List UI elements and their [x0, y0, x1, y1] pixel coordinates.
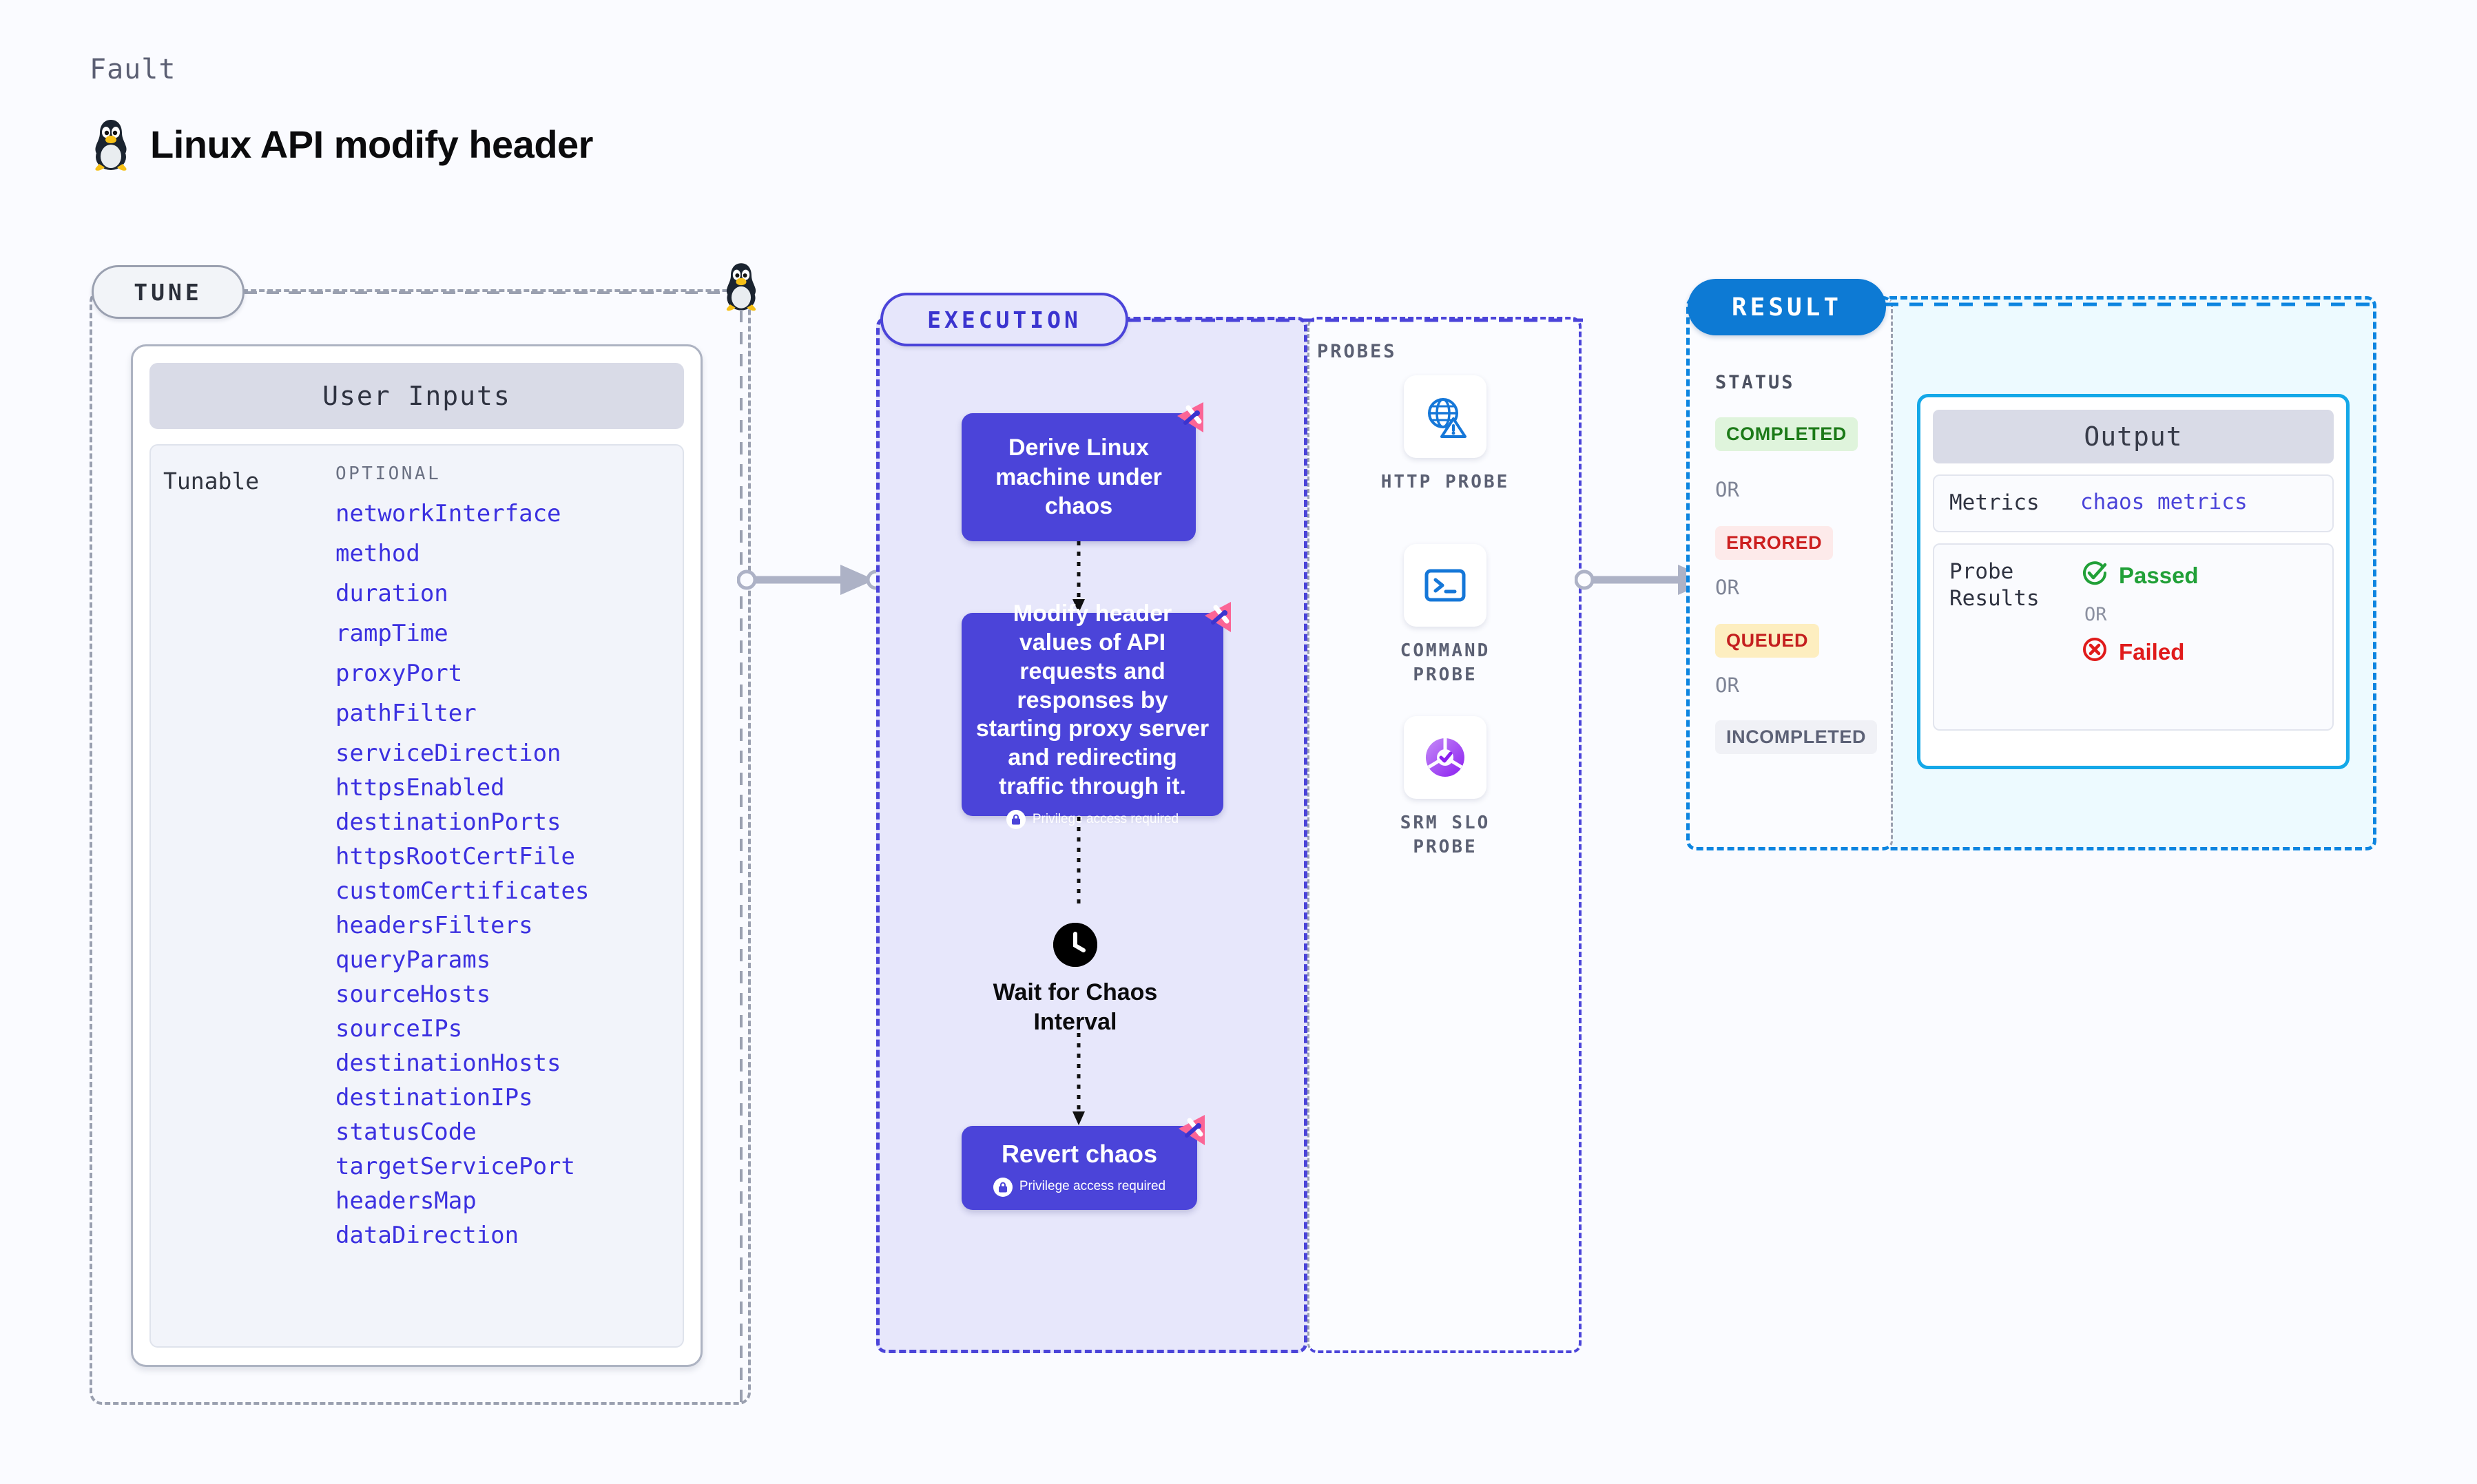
- output-title: Output: [1933, 410, 2334, 463]
- status-label: STATUS: [1715, 372, 1795, 393]
- status-or-3: OR: [1715, 673, 1739, 697]
- param-destinationIPs[interactable]: destinationIPs: [335, 1084, 533, 1111]
- param-customCertificates[interactable]: customCertificates: [335, 877, 590, 905]
- status-badge-errored: ERRORED: [1715, 526, 1834, 560]
- probe-command[interactable]: COMMAND PROBE: [1366, 544, 1524, 687]
- param-duration[interactable]: duration: [335, 580, 448, 607]
- tune-phase-container: [90, 289, 751, 1405]
- execution-node-label: Derive Linux machine under chaos: [995, 435, 1162, 520]
- execution-node-modify-header[interactable]: Modify header values of API requests and…: [962, 600, 1223, 829]
- param-httpsRootCertFile[interactable]: httpsRootCertFile: [335, 843, 575, 870]
- param-targetServicePort[interactable]: targetServicePort: [335, 1153, 575, 1180]
- param-headersFilters[interactable]: headersFilters: [335, 912, 533, 939]
- arrow-node1-to-node2: [1072, 541, 1085, 613]
- param-httpsEnabled[interactable]: httpsEnabled: [335, 774, 505, 802]
- execution-pill-dashed-line: [1127, 318, 1583, 322]
- phase-pill-tune[interactable]: TUNE: [92, 265, 245, 319]
- passed-label: Passed: [2119, 562, 2199, 588]
- status-or-2: OR: [1715, 576, 1739, 599]
- x-circle-icon: [2080, 635, 2109, 669]
- param-sourceIPs[interactable]: sourceIPs: [335, 1015, 463, 1043]
- privilege-badge: Privilege access required: [993, 1177, 1166, 1197]
- page-eyebrow: Fault: [90, 54, 176, 85]
- result-pill-dashed-line: [1885, 302, 2375, 306]
- probes-phase-container: [1307, 317, 1582, 1353]
- probe-srm-slo-label: SRM SLO PROBE: [1400, 813, 1491, 858]
- param-destinationHosts[interactable]: destinationHosts: [335, 1049, 561, 1077]
- probe-command-label: COMMAND PROBE: [1400, 640, 1491, 686]
- terminal-icon: [1404, 544, 1486, 627]
- execution-node-derive-machine[interactable]: Derive Linux machine under chaos: [962, 413, 1196, 541]
- execution-node-revert-chaos[interactable]: Revert chaos Privilege access required: [962, 1126, 1197, 1210]
- fault-marker-icon: [1170, 1111, 1213, 1153]
- status-or-1: OR: [1715, 478, 1739, 501]
- param-method[interactable]: method: [335, 540, 420, 567]
- phase-pill-execution[interactable]: EXECUTION: [880, 293, 1128, 346]
- output-probe-results-row: Probe Results Passed OR: [1933, 543, 2334, 731]
- linux-tux-icon: [90, 117, 132, 171]
- param-proxyPort[interactable]: proxyPort: [335, 660, 463, 687]
- param-headersMap[interactable]: headersMap: [335, 1187, 477, 1215]
- arrow-wait-to-revert: [1072, 1033, 1085, 1125]
- tunable-group-label: Tunable: [163, 468, 260, 494]
- output-metrics-key: Metrics: [1949, 490, 2040, 515]
- connector-tune-to-execution: [737, 565, 887, 595]
- wait-for-chaos-interval-label: Wait for Chaos Interval: [993, 979, 1158, 1035]
- user-inputs-card: User Inputs Tunable OPTIONAL networkInte…: [131, 344, 703, 1367]
- phase-pill-result[interactable]: RESULT: [1688, 279, 1886, 335]
- execution-node-label: Revert chaos: [1001, 1140, 1158, 1169]
- probe-result-or: OR: [2084, 603, 2107, 625]
- probe-result-failed: Failed: [2080, 635, 2199, 669]
- param-dataDirection[interactable]: dataDirection: [335, 1222, 519, 1249]
- globe-warning-icon: [1404, 375, 1486, 458]
- privilege-badge: Privilege access required: [1006, 809, 1179, 829]
- linux-tux-icon-marker: [721, 260, 761, 315]
- fault-marker-icon: [1196, 598, 1239, 640]
- output-card: Output Metrics chaos metrics Probe Resul…: [1917, 394, 2350, 769]
- param-sourceHosts[interactable]: sourceHosts: [335, 981, 491, 1008]
- lock-icon: [993, 1177, 1013, 1197]
- arrow-node2-to-wait: [1077, 817, 1081, 908]
- probe-http-label: HTTP PROBE: [1380, 472, 1510, 492]
- param-destinationPorts[interactable]: destinationPorts: [335, 808, 561, 836]
- tune-right-boundary-dashed: [740, 310, 743, 1405]
- privilege-text: Privilege access required: [1032, 812, 1179, 827]
- tunable-params-column: OPTIONAL networkInterface method duratio…: [335, 463, 673, 1337]
- status-badge-queued: QUEUED: [1715, 624, 1820, 658]
- param-networkInterface[interactable]: networkInterface: [335, 500, 561, 527]
- user-inputs-body: Tunable OPTIONAL networkInterface method…: [149, 444, 684, 1348]
- output-metrics-value[interactable]: chaos metrics: [2080, 490, 2248, 514]
- srm-slo-donut-icon: [1404, 716, 1486, 799]
- param-pathFilter[interactable]: pathFilter: [335, 700, 477, 727]
- result-status-container: [1686, 296, 1893, 850]
- privilege-text: Privilege access required: [1019, 1179, 1166, 1194]
- param-serviceDirection[interactable]: serviceDirection: [335, 740, 561, 767]
- optional-label: OPTIONAL: [335, 463, 442, 484]
- page-title: Linux API modify header: [150, 122, 593, 166]
- param-statusCode[interactable]: statusCode: [335, 1118, 477, 1146]
- tune-to-tux-dashed-line: [245, 291, 754, 294]
- execution-node-label: Modify header values of API requests and…: [975, 600, 1210, 800]
- clock-icon: [1053, 923, 1097, 967]
- lock-icon: [1006, 809, 1026, 829]
- probe-srm-slo[interactable]: SRM SLO PROBE: [1366, 716, 1524, 859]
- status-badge-incompleted: INCOMPLETED: [1715, 720, 1878, 754]
- output-probe-results-key: Probe Results: [1949, 558, 2040, 612]
- param-rampTime[interactable]: rampTime: [335, 620, 448, 647]
- probes-title: PROBES: [1317, 341, 1397, 362]
- status-badge-completed: COMPLETED: [1715, 417, 1858, 451]
- probe-result-passed: Passed: [2080, 558, 2199, 593]
- failed-label: Failed: [2119, 638, 2185, 665]
- user-inputs-title: User Inputs: [149, 363, 684, 429]
- fault-marker-icon: [1169, 398, 1212, 441]
- check-circle-icon: [2080, 558, 2109, 593]
- page-title-row: Linux API modify header: [90, 117, 593, 171]
- probe-results-values: Passed OR Failed: [2080, 558, 2199, 669]
- output-metrics-row: Metrics chaos metrics: [1933, 474, 2334, 532]
- probe-http[interactable]: HTTP PROBE: [1366, 375, 1524, 494]
- param-queryParams[interactable]: queryParams: [335, 946, 491, 974]
